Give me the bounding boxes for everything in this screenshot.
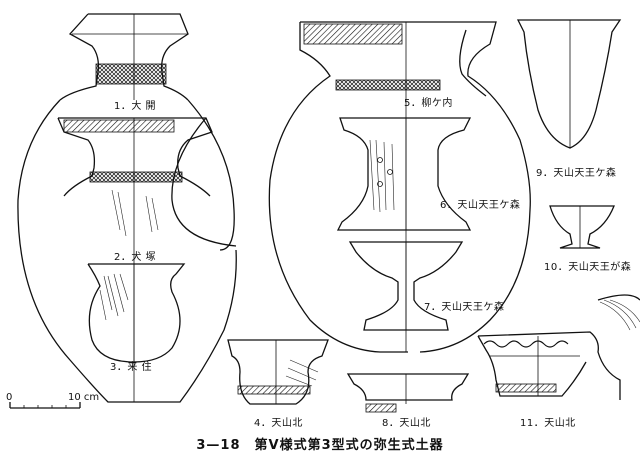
vessel-6-drawing xyxy=(336,117,472,231)
vessel-8-label: 8．天山北 xyxy=(382,418,431,429)
vessel-6-label: 6．天山天王ケ森 xyxy=(440,200,521,211)
vessel-9-label: 9．天山天王ケ森 xyxy=(536,168,617,179)
scale-end-label: 10 cm xyxy=(68,392,100,403)
vessel-11-drawing xyxy=(477,294,640,400)
vessel-5-label: 5．柳ケ内 xyxy=(404,98,453,109)
vessel-4-label: 4．天山北 xyxy=(254,418,303,429)
vessel-1-label: 1．大 開 xyxy=(114,101,157,112)
vessel-3-label: 3．来 住 xyxy=(110,362,153,373)
scale-start-label: 0 xyxy=(6,392,13,403)
vessel-10-drawing xyxy=(549,205,615,249)
vessel-7-label: 7．天山天王ケ森 xyxy=(424,302,505,313)
vessel-8-drawing xyxy=(346,373,470,413)
vessel-9-drawing xyxy=(516,19,622,149)
vessel-11-label: 11．天山北 xyxy=(520,418,576,429)
vessel-10-label: 10．天山天王が森 xyxy=(544,262,632,273)
vessel-1-drawing xyxy=(59,13,189,101)
vessel-2-drawing xyxy=(17,99,237,403)
scale-bar xyxy=(9,402,81,409)
vessel-3-drawing xyxy=(87,263,186,363)
vessel-4-drawing xyxy=(227,339,329,405)
vessel-2-label: 2．犬 塚 xyxy=(114,252,157,263)
figure-caption: 3—18 第Ⅴ様式第3型式の弥生式土器 xyxy=(196,438,444,453)
vessel-7-drawing xyxy=(348,241,464,331)
